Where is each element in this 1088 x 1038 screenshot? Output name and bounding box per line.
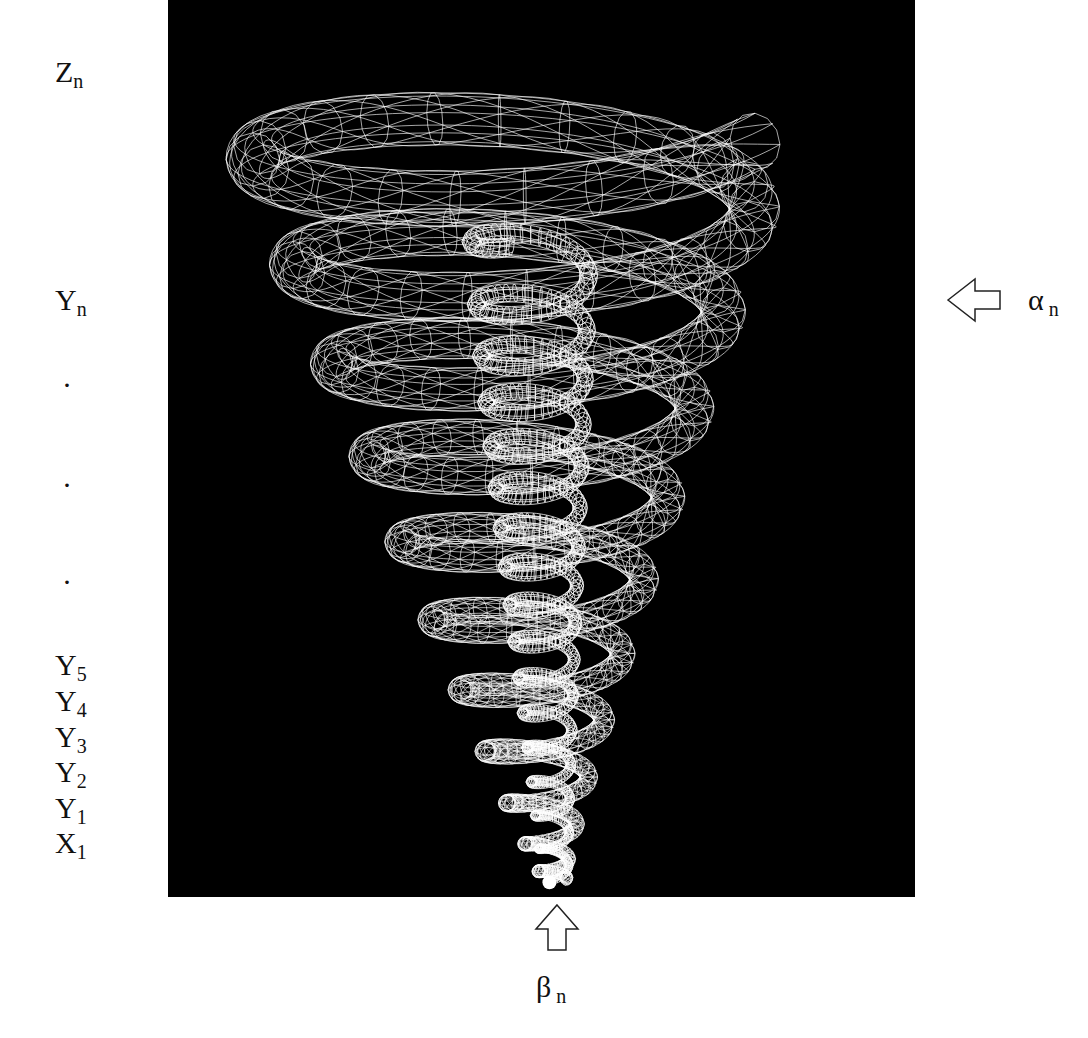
ellipsis-dot: · [62, 567, 72, 597]
label-main: Y [55, 755, 77, 788]
wire-mesh [462, 273, 472, 322]
label-subscript: n [73, 70, 83, 92]
label-subscript: 2 [77, 770, 87, 792]
level-label: Y2 [55, 757, 87, 787]
wire-mesh [704, 221, 748, 271]
wire-mesh [545, 792, 547, 809]
wire-mesh [533, 537, 535, 570]
wire-mesh [232, 115, 773, 885]
wire-mesh [564, 532, 574, 565]
wire-mesh [450, 171, 461, 226]
wire-mesh [427, 93, 443, 145]
outer-helix [226, 92, 780, 885]
wire-mesh [234, 133, 773, 884]
wire-mesh [226, 113, 780, 880]
level-label: X1 [55, 828, 87, 858]
arrow-label: α n [1028, 285, 1059, 315]
wire-mesh [510, 320, 512, 360]
wire-mesh [263, 97, 776, 883]
ellipsis-dot: · [62, 370, 72, 400]
label-main: Y [55, 720, 77, 753]
level-label: Yn [55, 285, 87, 315]
label-main: Y [55, 791, 77, 824]
level-label: Y1 [55, 793, 87, 823]
wire-mesh [498, 95, 501, 147]
wire-mesh [568, 449, 580, 487]
side-arrow [948, 279, 1000, 321]
wire-mesh [539, 681, 540, 705]
wire-mesh [526, 270, 529, 319]
bottom-arrow [536, 905, 578, 950]
label-subscript: n [77, 298, 87, 320]
wire-mesh [474, 368, 483, 411]
label-subscript: 1 [77, 806, 87, 828]
wire-mesh [536, 612, 537, 640]
wire-mesh [652, 337, 684, 381]
wire-mesh [272, 105, 738, 875]
wire-mesh [485, 457, 493, 494]
wire-mesh [579, 263, 594, 312]
wire-mesh [253, 145, 755, 885]
wire-mesh [554, 326, 562, 366]
level-label: Y4 [55, 686, 87, 716]
label-subscript: n [1044, 298, 1059, 320]
label-subscript: n [551, 985, 566, 1007]
wire-mesh [556, 217, 565, 263]
label-main: Y [55, 283, 77, 316]
arrow-label: β n [536, 972, 566, 1002]
label-main: Y [55, 684, 77, 717]
label-main: α [1028, 283, 1044, 316]
label-subscript: 4 [77, 699, 87, 721]
label-main: β [536, 970, 551, 1003]
label-main: X [55, 826, 77, 859]
level-label: Y3 [55, 722, 87, 752]
level-label: Zn [55, 57, 83, 87]
ellipsis-dot: · [62, 470, 72, 500]
label-main: Y [55, 648, 77, 681]
wire-mesh [585, 161, 602, 216]
wire-mesh [559, 101, 570, 153]
label-subscript: 5 [77, 663, 87, 685]
label-subscript: 1 [77, 841, 87, 863]
wire-mesh [531, 454, 533, 492]
label-subscript: 3 [77, 735, 87, 757]
wire-mesh [516, 422, 518, 457]
level-label: Y5 [55, 650, 87, 680]
black-panel [168, 0, 915, 897]
wire-mesh [528, 365, 530, 408]
label-main: Z [55, 55, 73, 88]
wire-mesh [573, 359, 586, 402]
wire-mesh [730, 113, 780, 169]
wire-mesh [279, 125, 730, 879]
wire-mesh [522, 515, 524, 545]
